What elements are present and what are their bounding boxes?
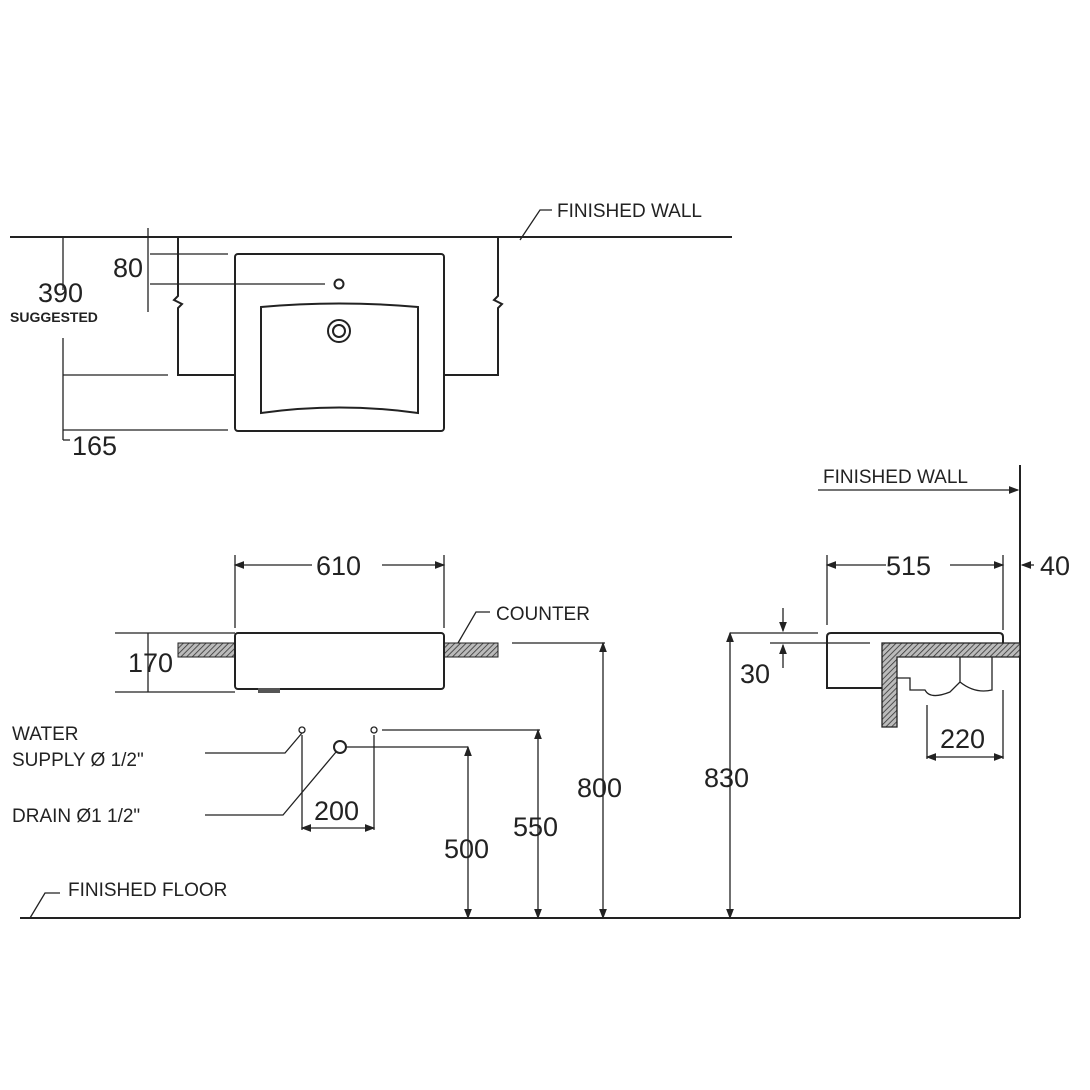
front-view: 610 COUNTER 170 WATER SUPPLY Ø 1/2" DRAI… <box>12 551 772 920</box>
wall-leader <box>519 209 552 241</box>
finished-wall-label: FINISHED WALL <box>557 201 702 222</box>
supply-label: SUPPLY Ø 1/2" <box>12 750 144 771</box>
counter-left <box>177 642 236 658</box>
cabinet-left <box>172 237 235 376</box>
drain-inner <box>332 324 346 338</box>
dim-390: 390 <box>38 278 83 308</box>
side-view: FINISHED WALL 515 40 30 830 220 <box>704 465 1070 920</box>
water-label: WATER <box>12 724 79 745</box>
dim-830: 830 <box>704 763 749 793</box>
dim-170: 170 <box>128 648 173 678</box>
text-mask <box>312 552 382 578</box>
dim-500: 500 <box>444 834 489 864</box>
dim-40: 40 <box>1040 551 1070 581</box>
water-supply-point <box>298 726 306 734</box>
plan-view: FINISHED WALL 80 390 SUGGESTED 165 <box>10 201 732 461</box>
tap-hole <box>333 278 345 290</box>
side-finished-wall-label: FINISHED WALL <box>823 467 968 488</box>
dim-610: 610 <box>316 551 361 581</box>
drain-leader <box>205 751 337 816</box>
basin-side <box>826 632 1004 689</box>
water-supply-point <box>370 726 378 734</box>
counter-section <box>881 642 1021 728</box>
dim-550: 550 <box>513 812 558 842</box>
drain-profile <box>897 657 993 697</box>
dim-80: 80 <box>113 253 143 283</box>
supply-leader <box>205 732 303 754</box>
dim-165: 165 <box>72 431 117 461</box>
drain-point <box>333 740 347 754</box>
drain-label: DRAIN Ø1 1/2" <box>12 806 140 827</box>
finished-floor-label: FINISHED FLOOR <box>68 880 227 901</box>
cabinet-right <box>444 237 504 376</box>
dim-800: 800 <box>577 773 622 803</box>
basin-bowl <box>260 302 419 415</box>
dim-515: 515 <box>886 551 931 581</box>
drain-outer <box>327 319 351 343</box>
counter-leader <box>457 611 490 644</box>
text-mask <box>886 552 950 578</box>
dim-220: 220 <box>940 724 985 754</box>
floor-leader <box>29 892 60 919</box>
dim-200: 200 <box>314 796 359 826</box>
basin-front <box>234 632 445 690</box>
counter-right <box>443 642 499 658</box>
counter-label: COUNTER <box>496 604 590 625</box>
suggested-label: SUGGESTED <box>10 309 98 325</box>
drain-stub <box>258 688 280 693</box>
dim-30: 30 <box>740 659 770 689</box>
basin-outline <box>234 253 445 432</box>
